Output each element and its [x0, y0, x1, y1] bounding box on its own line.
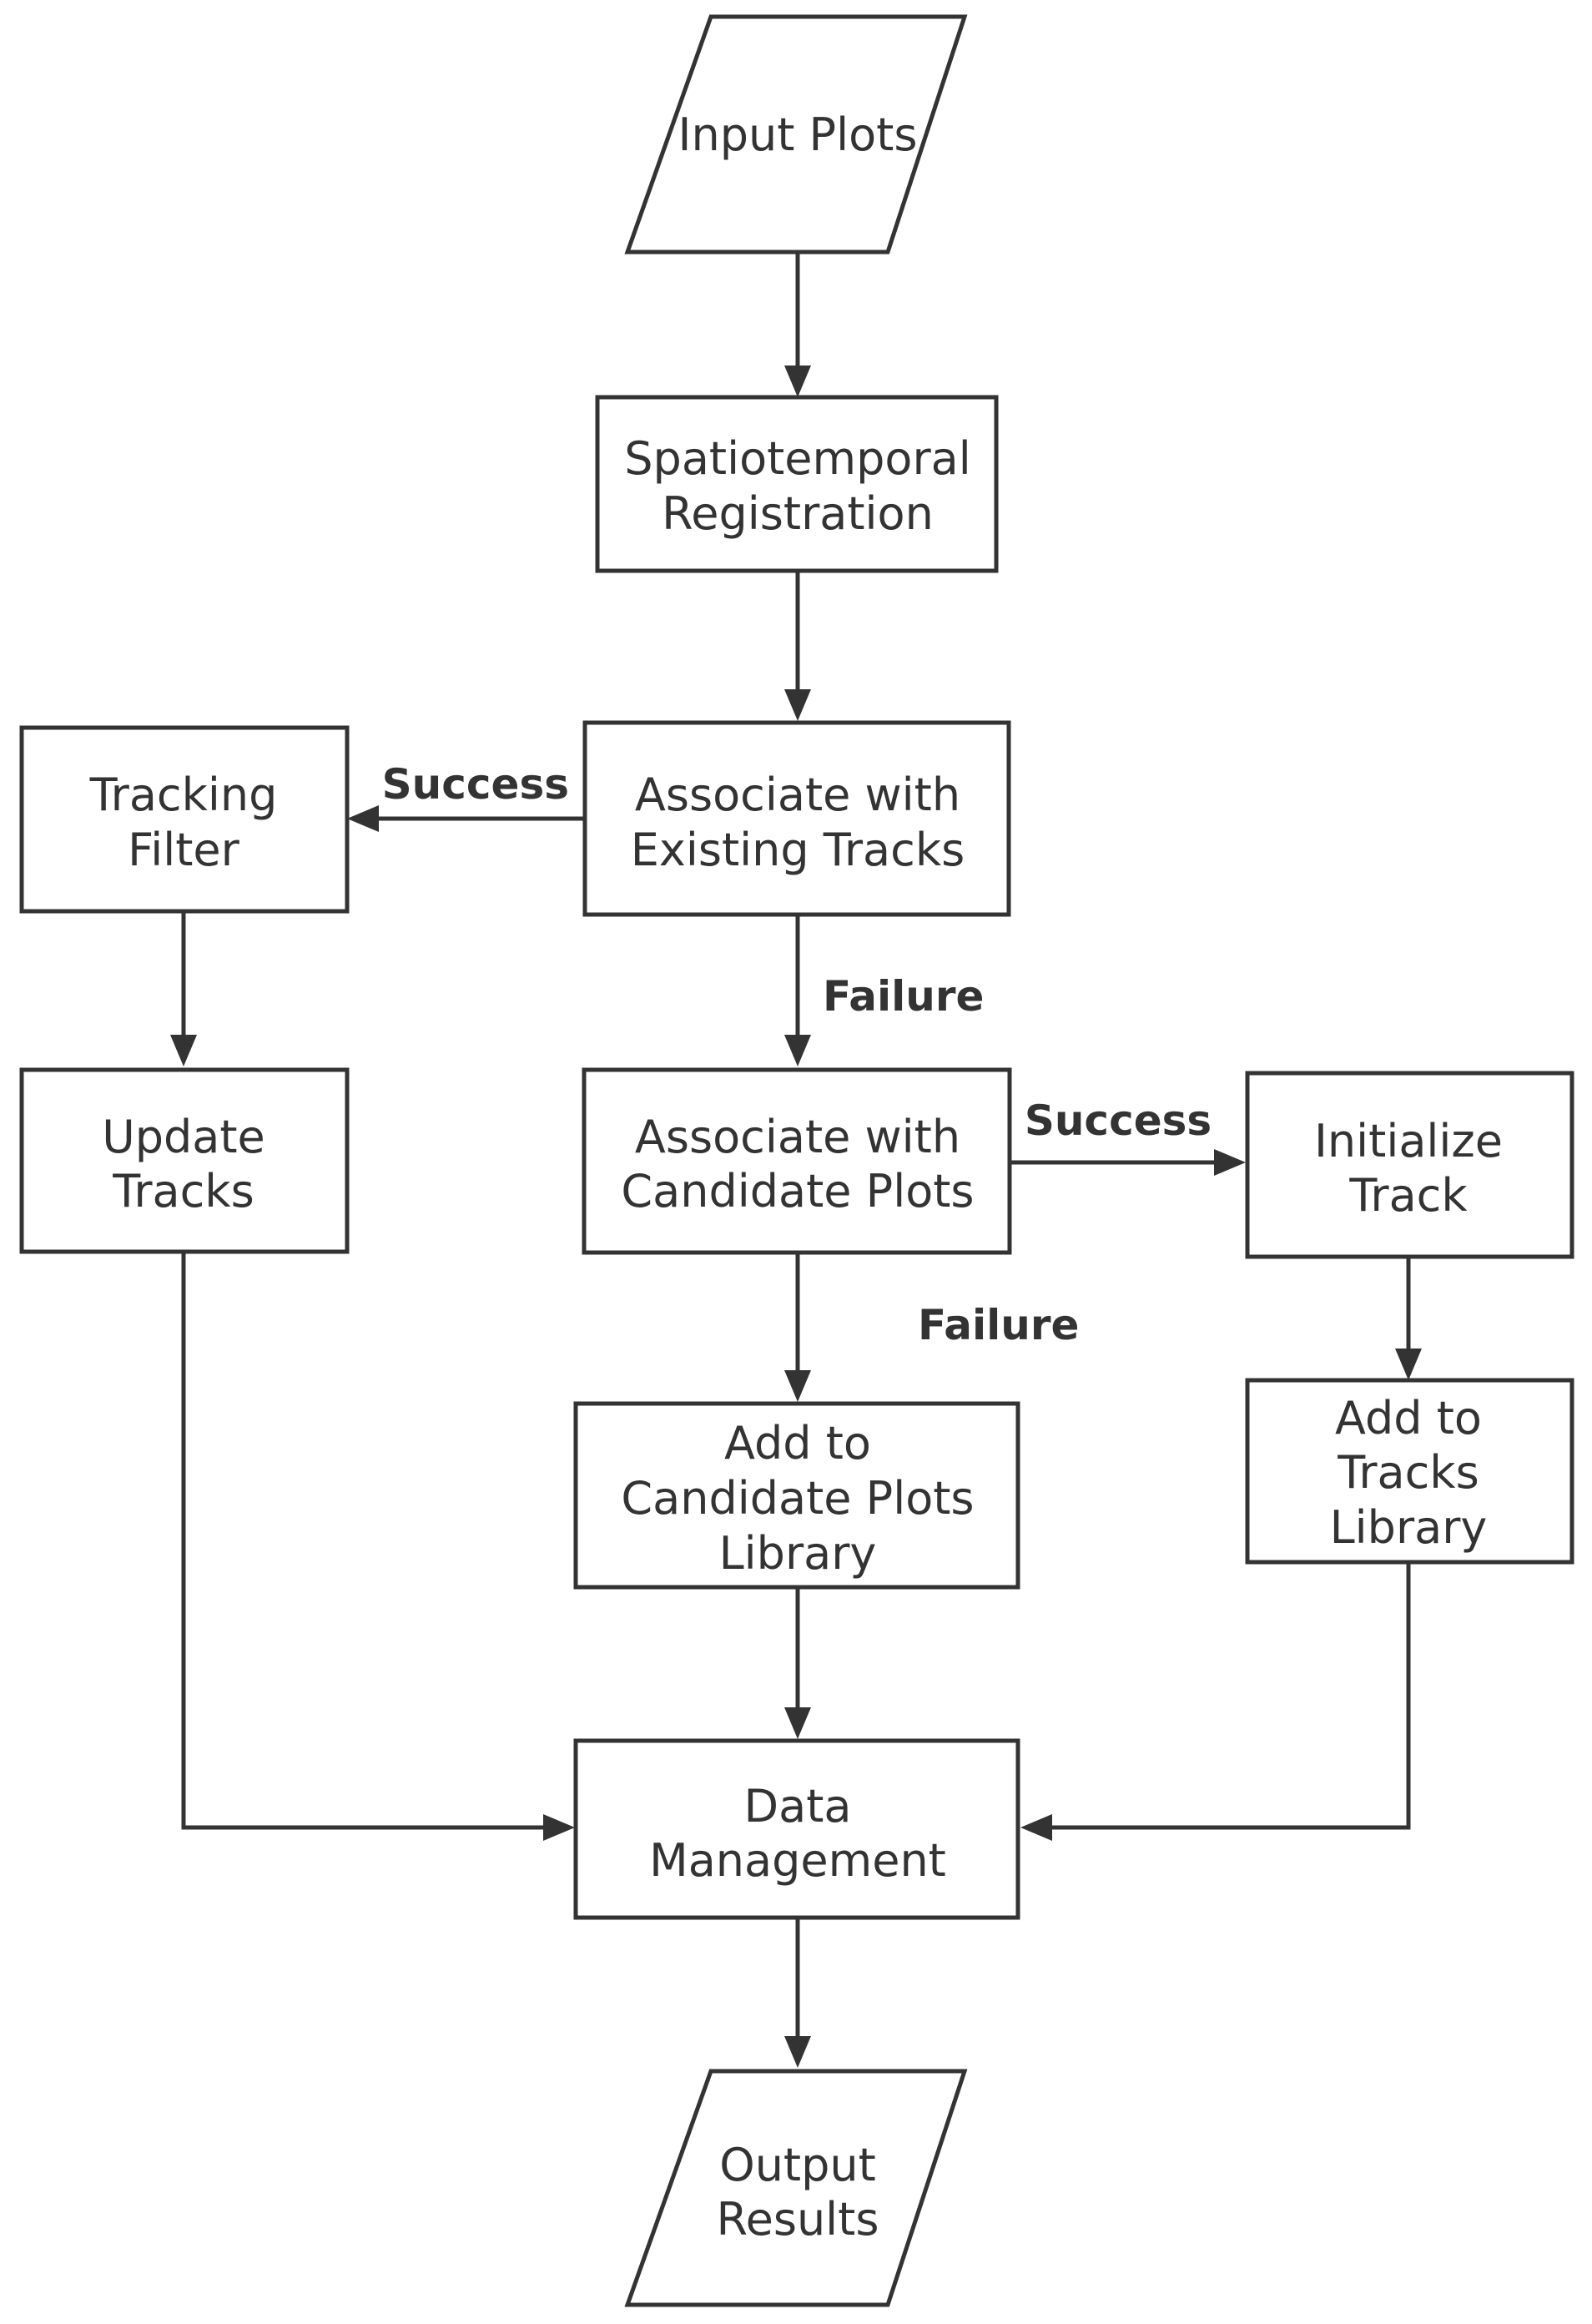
- arrowhead: [543, 1814, 575, 1841]
- node-label: Library: [1330, 1501, 1488, 1554]
- rectangle-shape: [19, 1067, 350, 1254]
- node-label: Candidate Plots: [621, 1165, 974, 1217]
- node-label: Candidate Plots: [621, 1472, 974, 1525]
- rectangle-shape: [595, 395, 999, 573]
- arrowhead: [784, 1707, 811, 1739]
- edge-label-success: Success: [1025, 1096, 1212, 1145]
- edge-add-tracks-to-data-management: [1020, 1562, 1411, 1841]
- node-tracking-filter: Tracking Filter: [19, 725, 350, 914]
- edge-add-candidate-to-data-management: [784, 1587, 811, 1739]
- arrowhead: [170, 1035, 197, 1066]
- node-associate-existing-tracks: Associate with Existing Tracks: [582, 720, 1011, 917]
- node-label: Management: [649, 1834, 946, 1887]
- node-label: Input Plots: [678, 108, 918, 161]
- edge-label-failure: Failure: [918, 1301, 1079, 1349]
- edge-data-management-to-output: [784, 1918, 811, 2068]
- node-update-tracks: Update Tracks: [19, 1067, 350, 1254]
- node-label: Results: [717, 2193, 879, 2246]
- edge-registration-to-associate-existing: [784, 571, 811, 721]
- edge-associate-candidate-to-add-candidate: Failure: [784, 1253, 1079, 1402]
- node-label: Existing Tracks: [631, 824, 965, 876]
- edge-label-failure: Failure: [823, 972, 984, 1021]
- edge-tracking-filter-to-update-tracks: [170, 911, 197, 1066]
- node-label: Initialize: [1314, 1115, 1503, 1167]
- parallelogram-shape: [624, 2069, 968, 2307]
- edge-associate-existing-to-tracking-filter: Success: [347, 760, 585, 832]
- node-label: Tracks: [1337, 1446, 1479, 1499]
- node-spatiotemporal-registration: Spatiotemporal Registration: [595, 395, 999, 573]
- rectangle-shape: [1245, 1378, 1574, 1565]
- node-associate-candidate-plots: Associate with Candidate Plots: [582, 1067, 1012, 1255]
- edge-initialize-to-add-tracks: [1395, 1257, 1422, 1380]
- rectangle-shape: [573, 1401, 1020, 1590]
- node-label: Output: [719, 2139, 876, 2191]
- arrowhead: [784, 1370, 811, 1402]
- arrowhead: [784, 1035, 811, 1066]
- node-label: Add to: [1335, 1392, 1482, 1444]
- parallelogram-shape: [624, 14, 968, 255]
- node-add-tracks-library: Add to Tracks Library: [1245, 1378, 1574, 1565]
- edge-associate-existing-to-associate-candidate: Failure: [784, 915, 984, 1066]
- node-label: Tracks: [112, 1165, 254, 1217]
- node-initialize-track: Initialize Track: [1245, 1071, 1574, 1259]
- edge-label-success: Success: [382, 760, 569, 809]
- rectangle-shape: [573, 1738, 1020, 1920]
- node-label: Library: [719, 1527, 877, 1580]
- node-label: Associate with: [635, 769, 960, 821]
- edge-associate-candidate-to-initialize: Success: [1010, 1096, 1246, 1176]
- node-label: Tracking: [89, 769, 278, 821]
- edge-update-tracks-to-data-management: [181, 1252, 575, 1841]
- arrowhead: [1214, 1149, 1246, 1176]
- node-label: Update: [102, 1111, 265, 1163]
- arrowhead: [784, 365, 811, 397]
- node-add-candidate-plots-library: Add to Candidate Plots Library: [573, 1401, 1020, 1590]
- node-label: Registration: [662, 487, 934, 540]
- arrowhead: [1395, 1349, 1422, 1380]
- node-label: Filter: [128, 824, 240, 876]
- arrowhead: [784, 689, 811, 721]
- rectangle-shape: [582, 1067, 1012, 1255]
- node-label: Add to: [724, 1417, 871, 1470]
- arrowhead: [784, 2036, 811, 2068]
- arrowhead: [347, 805, 379, 832]
- rectangle-shape: [1245, 1071, 1574, 1259]
- node-label: Track: [1348, 1169, 1468, 1222]
- rectangle-shape: [19, 725, 350, 914]
- node-label: Spatiotemporal: [624, 432, 970, 485]
- node-label: Associate with: [635, 1111, 960, 1163]
- node-output-results: Output Results: [624, 2069, 968, 2307]
- node-input-plots: Input Plots: [624, 14, 968, 255]
- node-label: Data: [744, 1780, 852, 1832]
- rectangle-shape: [582, 720, 1011, 917]
- node-data-management: Data Management: [573, 1738, 1020, 1920]
- edge-input-to-registration: [784, 252, 811, 397]
- arrowhead: [1020, 1814, 1052, 1841]
